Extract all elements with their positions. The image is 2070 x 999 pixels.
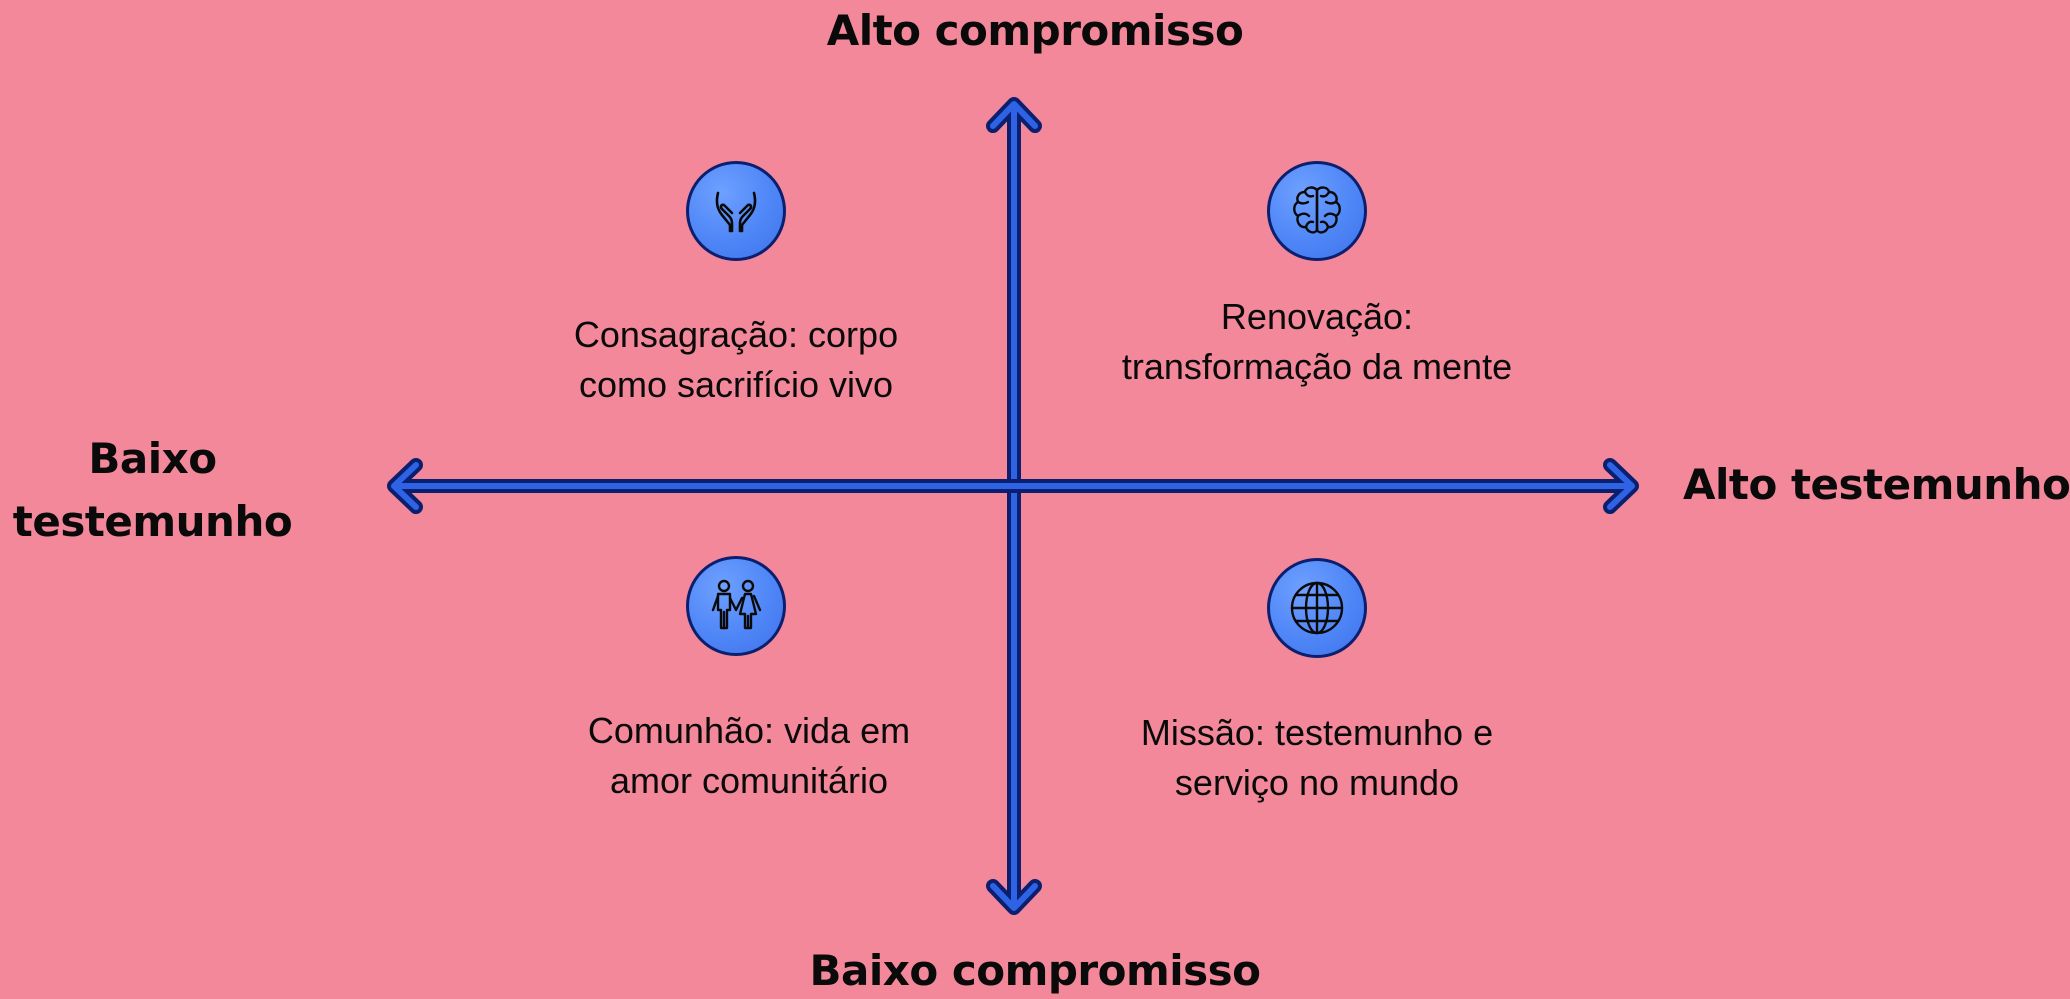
axis-label-right: Alto testemunho xyxy=(1683,460,2070,509)
quadrant-text-missao: Missão: testemunho e serviço no mundo xyxy=(1140,712,1494,803)
horizontal-axis-arrow xyxy=(387,458,1639,514)
globe-icon xyxy=(1267,558,1367,658)
axis-label-left: Baixo testemunho xyxy=(12,434,293,546)
quadrant-text-consagracao: Consagração: corpo como sacrifício vivo xyxy=(573,314,899,405)
axis-label-top: Alto compromisso xyxy=(826,6,1244,55)
vertical-axis-arrow xyxy=(986,97,1042,915)
open-hands-icon xyxy=(686,161,786,261)
quadrant-text-comunhao: Comunhão: vida em amor comunitário xyxy=(587,710,911,801)
brain-icon xyxy=(1267,161,1367,261)
quadrant-text-renovacao: Renovação: transformação da mente xyxy=(1121,296,1513,387)
two-people-holding-hands-icon xyxy=(686,556,786,656)
axis-label-bottom: Baixo compromisso xyxy=(809,946,1261,995)
